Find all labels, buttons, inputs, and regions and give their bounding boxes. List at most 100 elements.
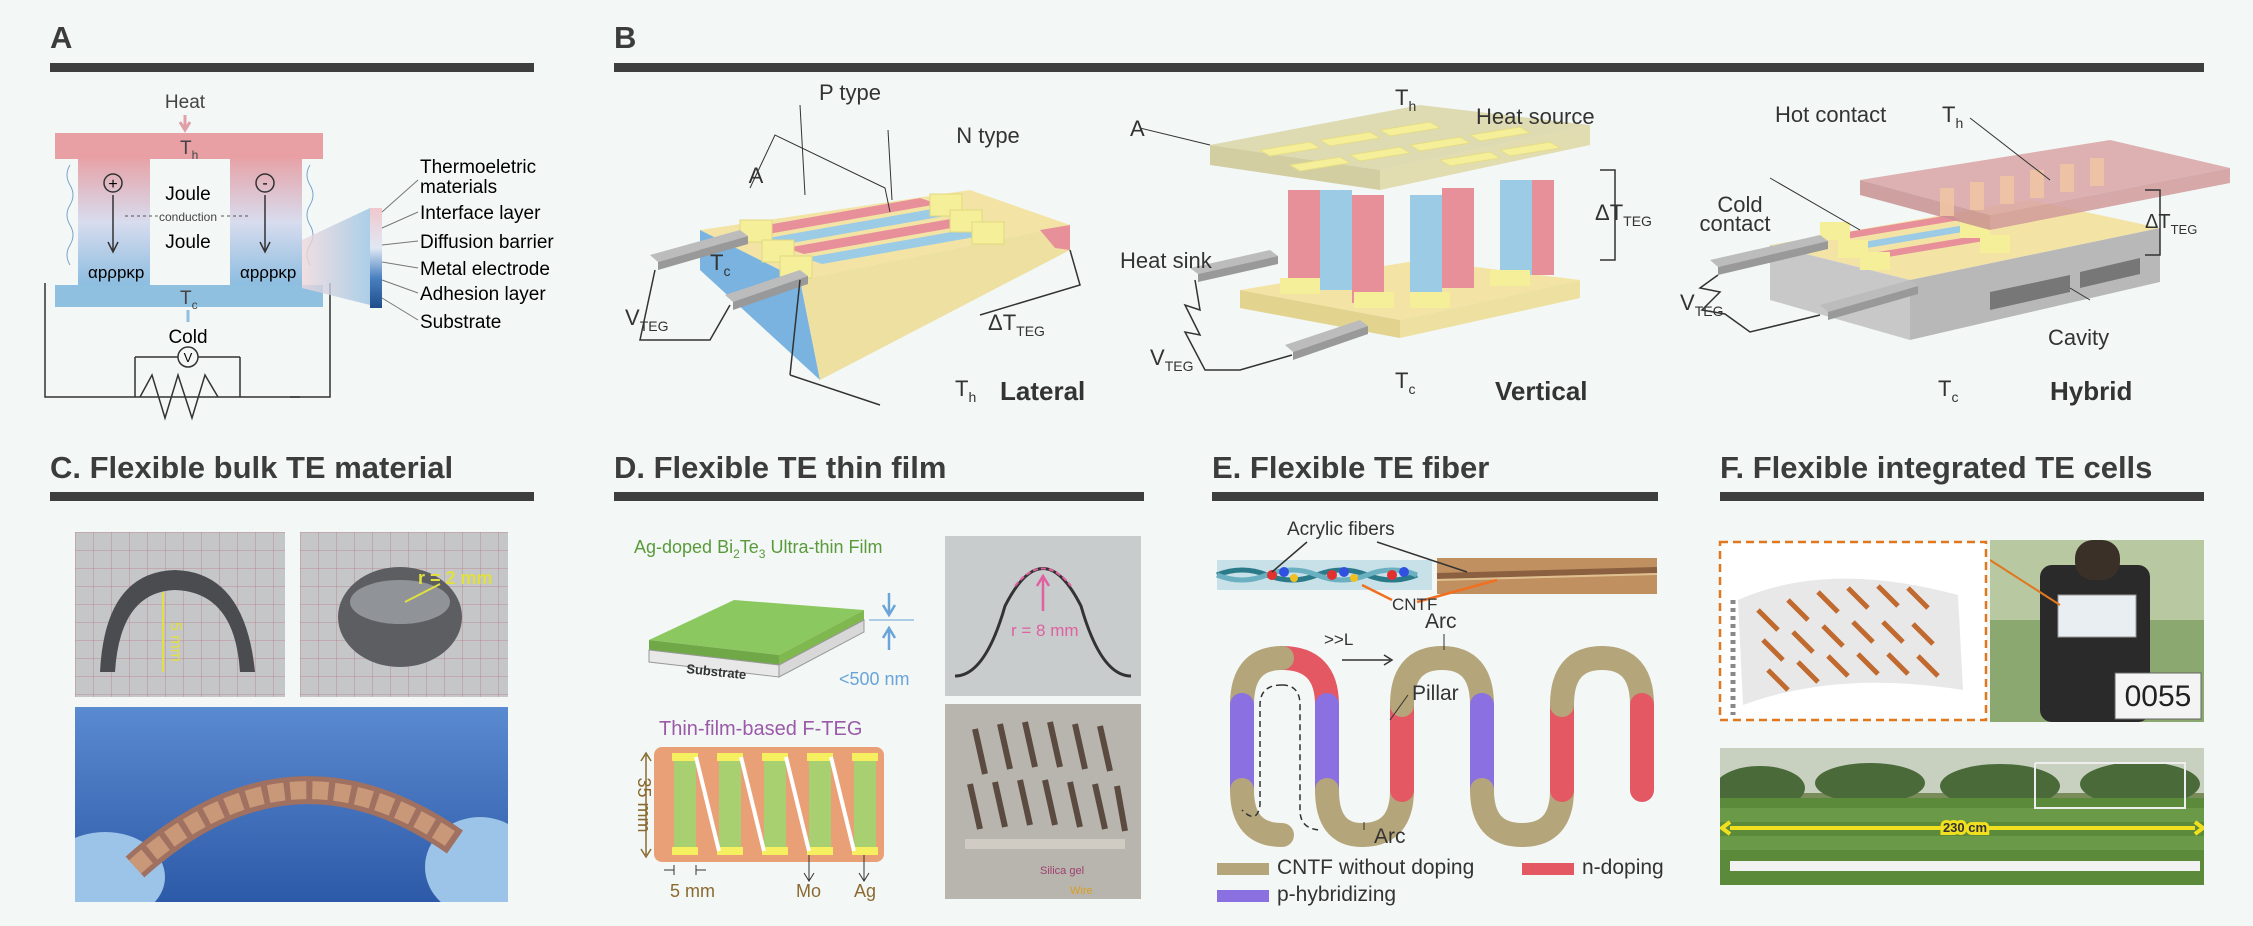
vertical-dteg: ΔTTEG xyxy=(1595,200,1652,229)
hybrid-th: Th xyxy=(1942,102,1963,131)
vertical-circuit xyxy=(1183,279,1293,371)
cold-contact-label-1: Cold xyxy=(1717,192,1762,217)
cold-contact-leader xyxy=(1769,177,1861,231)
teg-width-label: 5 mm xyxy=(670,881,715,901)
heat-sink-label: Heat sink xyxy=(1120,248,1213,273)
cold-label: Cold xyxy=(168,327,207,348)
panel-d-rule xyxy=(614,492,1144,501)
conduction-label: conduction xyxy=(159,210,217,224)
ring-dim-line xyxy=(404,583,441,603)
arch-dim-label: 5 mm xyxy=(167,622,184,662)
ag-label: Ag xyxy=(854,881,876,901)
hybrid-hot-pads xyxy=(1940,158,2104,216)
lateral-a-label: A xyxy=(749,163,764,188)
panel-c-title: C. Flexible bulk TE material xyxy=(50,450,454,485)
distance-label: 230 cm xyxy=(1943,820,1987,835)
backpack-photo: 0055 xyxy=(1990,540,2204,722)
layer-stack xyxy=(370,208,382,308)
lateral-diagram: P type N type A Tc VTEG ΔTTEG Th Lateral xyxy=(625,80,1085,406)
legend-swatch-p xyxy=(1217,890,1269,902)
lateral-side xyxy=(700,230,820,380)
hybrid-dteg-bracket xyxy=(2145,189,2161,256)
length-label: >>L xyxy=(1324,630,1353,649)
panel-c-rule xyxy=(50,492,534,501)
voltmeter-label: V xyxy=(184,350,193,365)
bulk-photo-ring: r = 2 mm xyxy=(300,532,508,697)
vertical-wire-right xyxy=(1285,320,1368,352)
vertical-dteg-bracket xyxy=(1600,169,1616,261)
hybrid-wire-left xyxy=(1710,235,1828,267)
hot-plate xyxy=(55,133,323,159)
device-cells xyxy=(128,781,461,874)
length-arrow xyxy=(1342,654,1394,666)
layer-te: Thermoeletric xyxy=(420,157,536,178)
panel-f-rule xyxy=(1720,492,2204,501)
cavity-leader xyxy=(2069,287,2091,301)
lateral-vteg: VTEG xyxy=(625,305,668,334)
lateral-dim-lines xyxy=(789,249,1081,406)
acrylic-leaders xyxy=(1271,541,1468,573)
wave-left xyxy=(66,164,74,266)
hybrid-tc: Tc xyxy=(1938,376,1958,405)
cavity-2 xyxy=(2080,258,2140,288)
legend-swatch-n xyxy=(1522,863,1574,875)
lateral-dteg: ΔTTEG xyxy=(988,310,1045,339)
hybrid-vteg: VTEG xyxy=(1680,290,1723,319)
ptype-leader xyxy=(799,104,806,196)
heat-label: Heat xyxy=(165,92,206,113)
cavity-label: Cavity xyxy=(2048,325,2109,350)
lateral-name: Lateral xyxy=(1000,376,1085,406)
wire-label: Wire xyxy=(1070,885,1093,897)
joule-bottom: Joule xyxy=(165,232,210,253)
circuit-wire xyxy=(44,283,331,421)
lateral-hot-edge xyxy=(1040,225,1070,250)
leg-right xyxy=(230,159,302,285)
legend-n: n-doping xyxy=(1582,856,1664,879)
a-tc: Tc xyxy=(180,288,198,312)
lateral-tc: Tc xyxy=(710,250,730,279)
vertical-diagram: A Th Heat source ΔTTEG Heat sink VTEG Tc… xyxy=(1120,85,1652,406)
legend-cntf: CNTF without doping xyxy=(1277,856,1474,879)
ntype-label: N type xyxy=(956,123,1020,148)
film-array-photo: Silica gel Wire xyxy=(945,704,1141,899)
hybrid-base-left xyxy=(1770,245,1910,340)
lateral-legs xyxy=(739,193,1005,279)
vertical-a-leader xyxy=(1139,127,1211,146)
heat-source-label: Heat source xyxy=(1476,104,1595,129)
lateral-wire-left xyxy=(650,230,748,262)
bulk-photo-arch: 5 mm xyxy=(75,532,285,697)
teg-pads xyxy=(672,753,878,855)
teg-height-label: 35 mm xyxy=(634,777,654,832)
lateral-wire-right xyxy=(725,270,808,302)
lateral-th: Th xyxy=(955,376,976,405)
cold-contact-label-2: contact xyxy=(1700,211,1771,236)
left-props: αpρpκp xyxy=(88,263,144,282)
lateral-circuit xyxy=(639,269,731,341)
bulk-photo-device xyxy=(75,707,508,902)
teg-connections xyxy=(694,756,856,852)
layer-electrode: Metal electrode xyxy=(420,259,550,280)
goal-post xyxy=(2034,762,2186,809)
substrate-label: Substrate xyxy=(686,661,747,682)
panel-e-rule xyxy=(1212,492,1658,501)
minus-sign: - xyxy=(262,175,267,192)
pillar-label: Pillar xyxy=(1412,682,1459,705)
arc-top-label: Arc xyxy=(1425,610,1457,633)
zoom-fan xyxy=(302,208,370,305)
layer-interface: Interface layer xyxy=(420,203,541,224)
flexible-array-render xyxy=(1718,540,1988,722)
film-title: Ag-doped Bi2Te3 Ultra-thin Film xyxy=(634,537,882,561)
distance-arrow xyxy=(1720,820,2204,836)
legend-p: p-hybridizing xyxy=(1277,883,1396,906)
arch-film xyxy=(100,570,255,672)
thickness-label: <500 nm xyxy=(839,669,910,689)
display-box xyxy=(2114,672,2202,720)
vertical-vteg: VTEG xyxy=(1150,345,1193,374)
leg-left xyxy=(78,159,150,285)
vertical-top-pads xyxy=(1258,121,1562,172)
hybrid-name: Hybrid xyxy=(2050,376,2132,406)
thin-film-diagrams: Ag-doped Bi2Te3 Ultra-thin Film Substrat… xyxy=(634,537,914,901)
vertical-th: Th xyxy=(1395,85,1416,114)
panel-a-letter: A xyxy=(50,20,73,55)
